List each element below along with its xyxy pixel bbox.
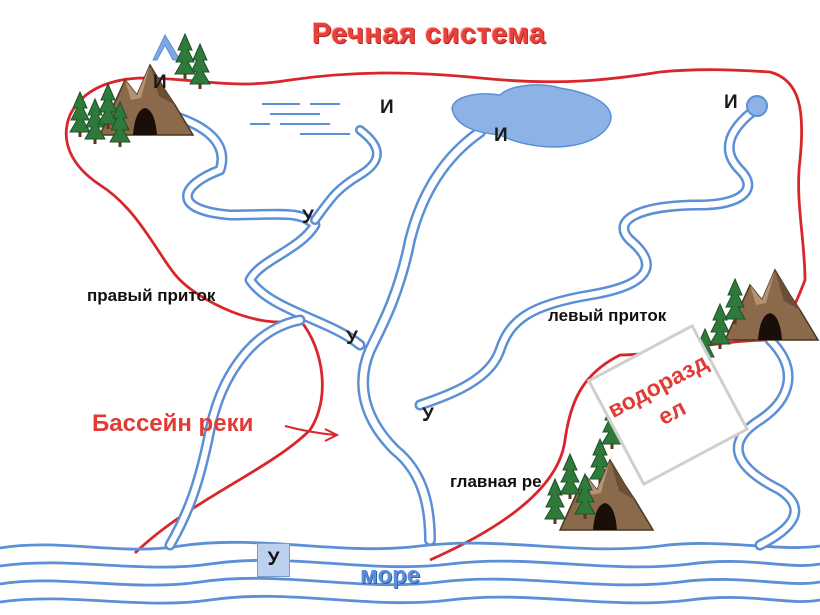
marsh-lines (250, 103, 350, 135)
river-mouth-label: У (257, 543, 290, 577)
rivers (144, 104, 801, 551)
source-label: И (724, 92, 738, 113)
mouth-label: У (302, 207, 314, 228)
source-label: И (153, 72, 167, 93)
right-tributary (144, 104, 366, 351)
upper-tributary (310, 125, 382, 225)
basin-label: Бассейн реки (92, 410, 254, 437)
main-river (357, 126, 486, 546)
sea-waves (0, 540, 820, 605)
main-river-label: главная ре (450, 472, 542, 491)
mouth-label: У (346, 328, 358, 349)
basin-arrow (284, 425, 340, 442)
lake-icon (451, 84, 612, 148)
source-label: И (380, 97, 394, 118)
mouth-label: У (422, 405, 434, 426)
spring-icon (746, 95, 768, 117)
sea-label: море (360, 562, 421, 589)
right-tributary-label: правый приток (87, 286, 216, 305)
basin-boundary (64, 68, 807, 562)
source-label: И (494, 125, 508, 146)
outer-river (732, 334, 801, 551)
left-tributary (414, 106, 758, 411)
page-title: Речная система (312, 18, 546, 50)
left-tributary-label: левый приток (548, 306, 667, 325)
lower-left-branch (164, 314, 306, 551)
